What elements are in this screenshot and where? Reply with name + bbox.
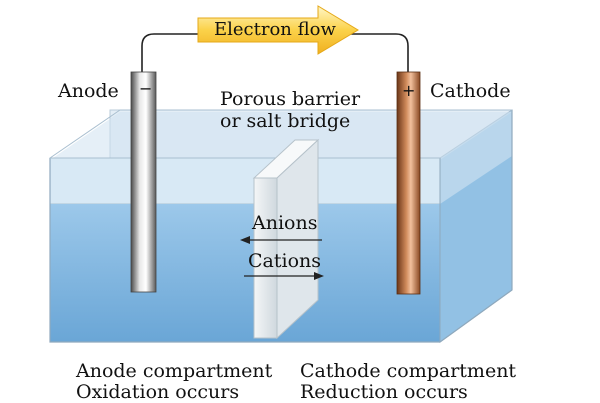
solution-surface xyxy=(50,112,512,160)
anode-electrode xyxy=(130,71,157,293)
reduction-label: Reduction occurs xyxy=(300,381,468,403)
anode-sign: − xyxy=(139,79,153,98)
tank-edge-top xyxy=(49,109,121,159)
solution-right-side xyxy=(440,156,512,342)
cathode-label: Cathode xyxy=(430,80,511,102)
anions-label: Anions xyxy=(252,212,318,234)
porous-barrier-front xyxy=(253,177,278,339)
cation-arrowhead xyxy=(314,272,324,280)
electron-flow-label: Electron flow xyxy=(214,19,336,40)
barrier-label-line2: or salt bridge xyxy=(220,110,351,132)
cathode-electrode xyxy=(396,71,421,295)
anode-label: Anode xyxy=(58,80,119,102)
barrier-label-line1: Porous barrier xyxy=(220,88,361,110)
solution-front xyxy=(50,204,440,342)
anion-arrowhead xyxy=(240,236,250,244)
cathode-sign: + xyxy=(402,81,416,100)
oxidation-label: Oxidation occurs xyxy=(76,381,240,403)
electron-flow-arrow xyxy=(197,5,359,55)
tank-front-glass xyxy=(49,157,441,205)
cations-label: Cations xyxy=(248,250,322,272)
cathode-compartment-label: Cathode compartment xyxy=(300,360,517,382)
anode-compartment-label: Anode compartment xyxy=(76,360,273,382)
